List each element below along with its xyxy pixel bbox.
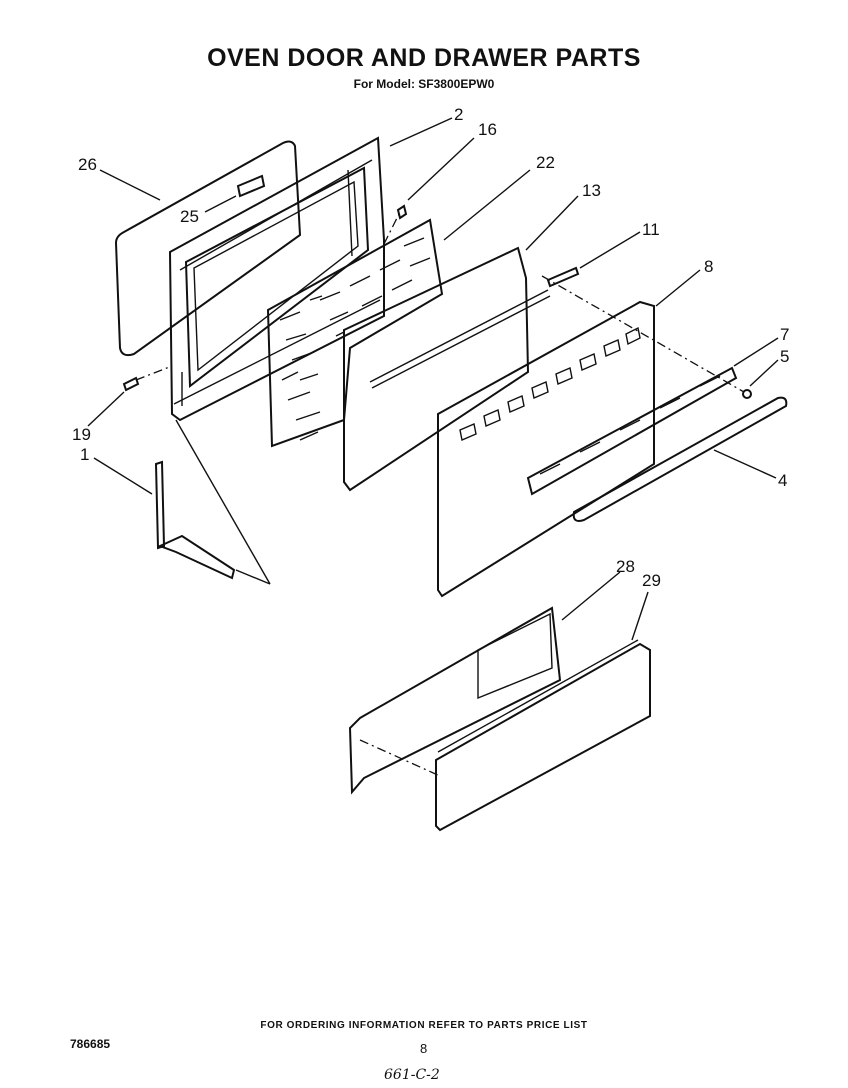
callout-16: 16 [478, 120, 497, 139]
part-26-door-gasket [114, 140, 302, 357]
part-13-inner-liner [343, 246, 551, 492]
callout-28: 28 [616, 557, 635, 576]
callout-7: 7 [780, 325, 789, 344]
handwritten-note: 661-C-2 [384, 1067, 440, 1083]
callout-13: 13 [582, 181, 601, 200]
part-19-screw [122, 376, 140, 392]
callout-5: 5 [780, 347, 789, 366]
part-2-inner-door-frame [168, 136, 385, 422]
leader-lines [87, 117, 779, 641]
part-25-label-plate [236, 174, 266, 198]
part-16-clip [396, 204, 408, 220]
part-7-bracket [526, 366, 738, 496]
model-subtitle: For Model: SF3800EPW0 [353, 77, 495, 91]
callout-8: 8 [704, 257, 713, 276]
page-number: 8 [420, 1041, 428, 1056]
part-8-outer-door-panel [437, 300, 655, 598]
part-callouts: 26 25 2 16 22 13 11 8 7 5 4 19 1 28 29 [72, 105, 789, 590]
page-title: OVEN DOOR AND DRAWER PARTS [207, 44, 641, 72]
part-22-insulation [266, 218, 444, 448]
callout-19: 19 [72, 425, 91, 444]
ordering-note: FOR ORDERING INFORMATION REFER TO PARTS … [260, 1020, 588, 1031]
callout-26: 26 [78, 155, 97, 174]
part-29-drawer-front [435, 639, 651, 832]
part-28-drawer-frame [348, 606, 562, 795]
callout-29: 29 [642, 571, 661, 590]
callout-11: 11 [642, 220, 660, 239]
callout-2: 2 [454, 105, 463, 124]
part-11-strip [546, 266, 580, 288]
alignment-dashed-lines [135, 211, 745, 777]
part-5-screw [742, 389, 752, 399]
callout-4: 4 [778, 471, 787, 490]
part-1-hinge [154, 460, 236, 580]
callout-1: 1 [80, 445, 89, 464]
part-4-handle [572, 396, 788, 522]
document-number: 786685 [70, 1037, 111, 1051]
callout-22: 22 [536, 153, 555, 172]
callout-25: 25 [180, 207, 199, 226]
